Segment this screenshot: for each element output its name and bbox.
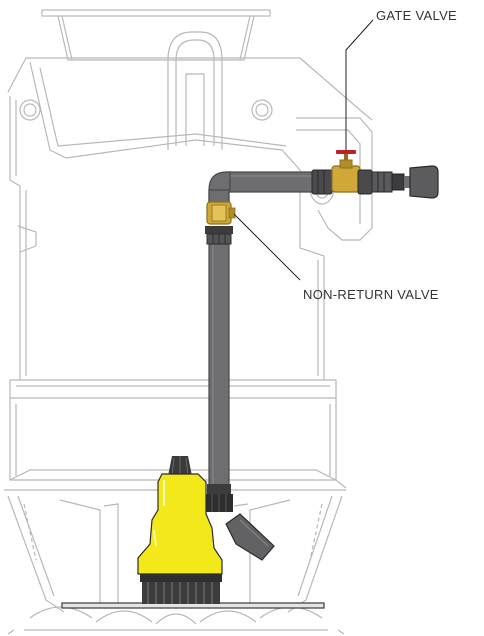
gate-valve-leader [345,19,374,150]
submersible-pump [137,456,275,604]
chamber-outline [4,9,373,635]
gate-valve-assembly [311,150,439,199]
discharge-pipework [208,171,315,489]
gate-valve-label: GATE VALVE [376,8,458,23]
non-return-valve-label: NON-RETURN VALVE [303,287,439,302]
non-return-valve [205,201,236,245]
leader-lines [233,19,374,281]
non-return-valve-leader [233,213,301,281]
